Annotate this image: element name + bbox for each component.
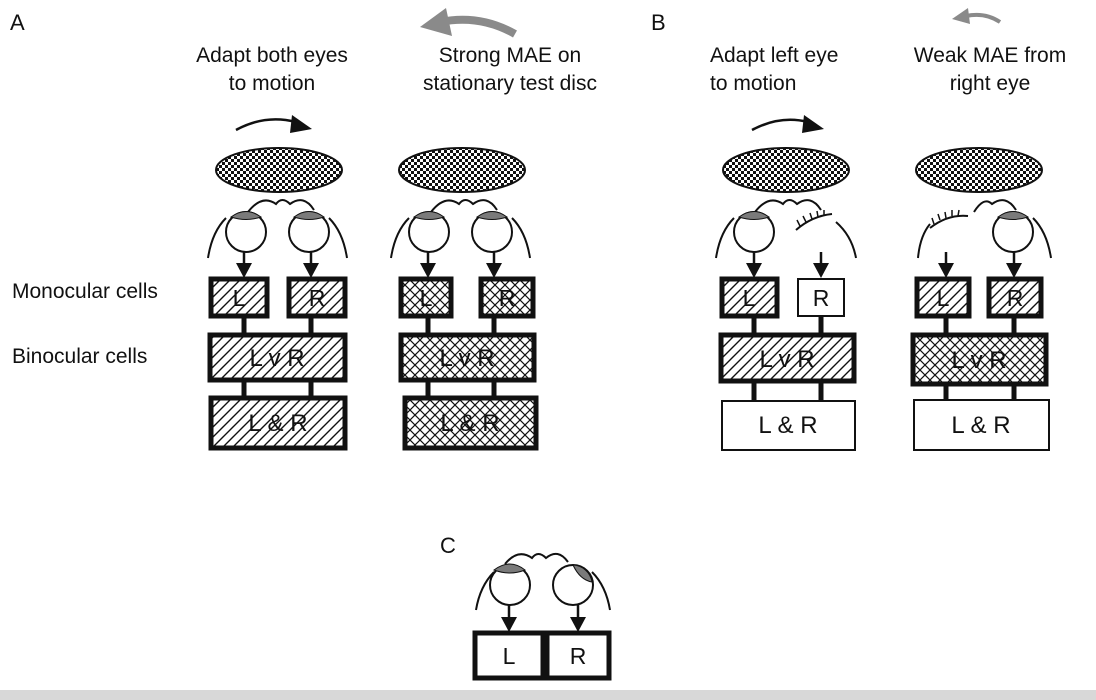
- panel-b-label: B: [651, 10, 666, 35]
- panel-a-right-caption-line-1: Strong MAE on: [439, 44, 581, 67]
- monocular-cell-right: [986, 276, 1044, 319]
- panel-a-label: A: [10, 10, 25, 35]
- panel-b-left-eyes: [715, 199, 857, 278]
- row-label-binocular: Binocular cells: [12, 345, 147, 368]
- panel-a-right-cells: L R L v R L & R: [398, 276, 539, 451]
- cell-label: L & R: [758, 412, 817, 439]
- cell-label: L v R: [439, 345, 494, 372]
- panel-b-black-motion-arrow: [751, 115, 824, 133]
- cell-label: R: [309, 285, 326, 311]
- cell-label: L v R: [249, 345, 304, 372]
- cell-label: L: [233, 285, 246, 311]
- monocular-cell-left: [472, 630, 546, 681]
- monocular-cell-right: [544, 630, 612, 681]
- monocular-cell-left: [914, 276, 972, 319]
- panel-b-right-eyes: [917, 199, 1052, 278]
- panel-b-left-disc: [722, 147, 850, 193]
- cell-label: R: [813, 285, 830, 311]
- cell-label: L: [503, 643, 516, 669]
- binocular-cell-either: [398, 332, 537, 383]
- cell-label: L: [743, 285, 756, 311]
- panel-a-right-disc: [398, 147, 526, 193]
- monocular-cell-right: [286, 276, 348, 319]
- binocular-cell-both: [402, 395, 539, 451]
- panel-a-black-motion-arrow: [235, 115, 312, 133]
- cell-label: R: [499, 285, 516, 311]
- cell-label: L v R: [951, 347, 1006, 374]
- panel-a-left-eyes: [207, 199, 348, 278]
- monocular-cell-right: [478, 276, 536, 319]
- panel-a-right-caption-line-2: stationary test disc: [423, 72, 597, 95]
- panel-b-gray-motion-arrow: [952, 8, 1002, 24]
- binocular-cell-both: [721, 400, 856, 451]
- cell-label: L & R: [440, 410, 499, 437]
- panel-a-left-caption-line-2: to motion: [229, 72, 315, 95]
- panel-b-right-caption-line-1: Weak MAE from: [914, 44, 1066, 67]
- panel-a-right-eyes: [390, 199, 531, 278]
- binocular-cell-either: [718, 332, 857, 384]
- closed-left-eye-icon: [929, 209, 969, 229]
- panel-c: C L R: [440, 533, 612, 681]
- monocular-cell-left: [398, 276, 454, 319]
- binocular-cell-both: [208, 395, 348, 451]
- panel-b-right-disc: [915, 147, 1043, 193]
- panel-b: B Adapt left eye to motion Weak MAE from…: [651, 8, 1066, 451]
- binocular-cell-either: [207, 332, 348, 383]
- panel-a-left-caption-line-1: Adapt both eyes: [196, 44, 348, 67]
- panel-c-label: C: [440, 533, 456, 558]
- row-label-monocular: Monocular cells: [12, 280, 158, 303]
- monocular-cell-left: [719, 276, 780, 319]
- panel-a: A Adapt both eyes to motion Strong MAE o…: [10, 8, 597, 451]
- panel-a-left-disc: [215, 147, 343, 193]
- binocular-cell-either: [910, 332, 1049, 387]
- cell-label: R: [570, 643, 587, 669]
- panel-b-right-caption-line-2: right eye: [950, 72, 1031, 95]
- cell-label: L: [420, 285, 433, 311]
- cell-label: L: [937, 285, 950, 311]
- cell-label: L v R: [759, 346, 814, 373]
- panel-b-left-cells: L R L v R L & R: [718, 276, 857, 451]
- binocular-cell-both: [913, 399, 1050, 451]
- panel-a-left-cells: L R L v R L & R: [207, 276, 348, 451]
- cell-label: L & R: [951, 412, 1010, 439]
- panel-b-right-cells: L R L v R L & R: [910, 276, 1050, 451]
- panel-b-left-caption-line-2: to motion: [710, 72, 796, 95]
- cell-label: L & R: [248, 410, 307, 437]
- panel-a-gray-motion-arrow: [420, 8, 517, 38]
- panel-b-left-caption-line-1: Adapt left eye: [710, 44, 838, 67]
- cell-label: R: [1007, 285, 1024, 311]
- monocular-cell-left: [208, 276, 270, 319]
- closed-right-eye-icon: [795, 210, 833, 231]
- page-bottom-bar: [0, 690, 1096, 700]
